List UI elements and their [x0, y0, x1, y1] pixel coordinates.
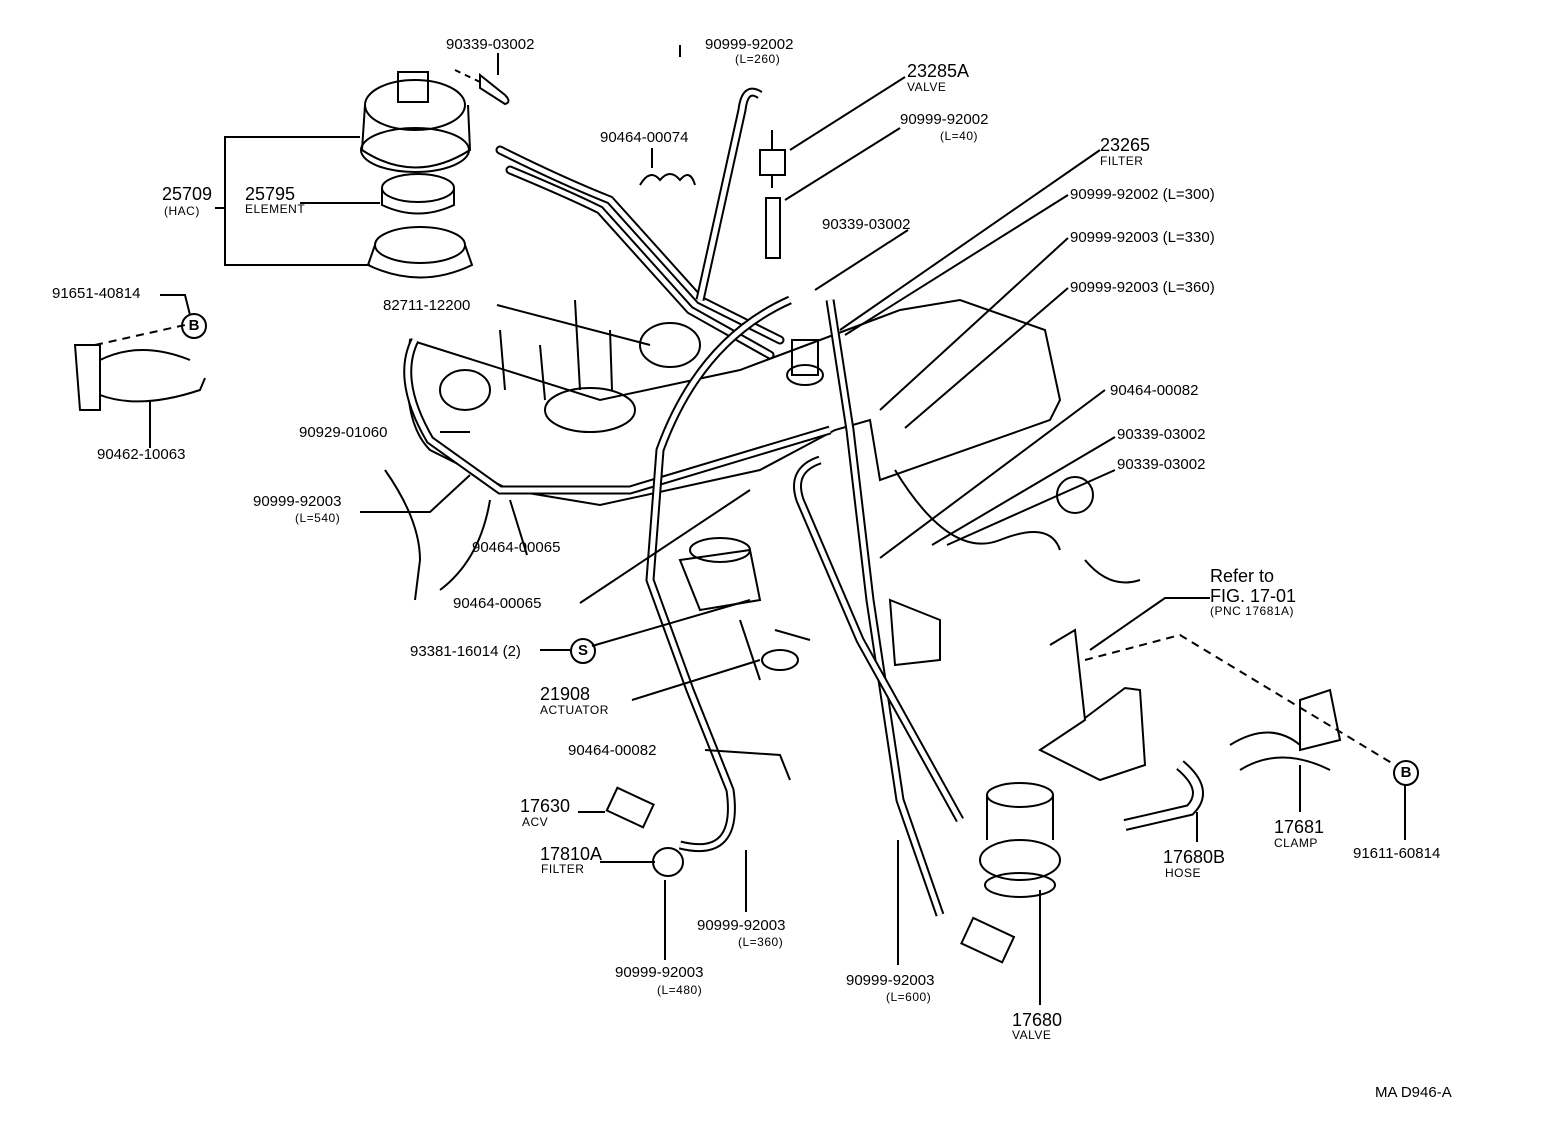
callout-90999-92003-l480: 90999-92003	[615, 964, 704, 981]
marker-b: B	[1393, 760, 1419, 786]
callout-sub: FILTER	[1100, 154, 1144, 168]
callout-90999-92003-l540: 90999-92003	[253, 493, 342, 510]
callout-90999-92002-l260: 90999-92002	[705, 36, 794, 53]
callout-sub: (L=360)	[738, 935, 784, 949]
callout-91651-40814: 91651-40814	[52, 285, 141, 302]
callout-sub: (HAC)	[164, 204, 200, 218]
callout-sub: FILTER	[541, 862, 585, 876]
marker-s: S	[570, 638, 596, 664]
callout-25709: 25709	[162, 184, 213, 204]
callout-90339-03002: 90339-03002	[1117, 426, 1206, 443]
callout-sub: VALVE	[907, 80, 947, 94]
callout-90464-00065: 90464-00065	[453, 595, 542, 612]
callout-sub: (L=480)	[657, 983, 703, 997]
callout-90464-00082: 90464-00082	[1110, 382, 1199, 399]
callout-25795: 25795	[245, 184, 296, 204]
callout-90464-00082: 90464-00082	[568, 742, 657, 759]
callout-90339-03002: 90339-03002	[1117, 456, 1206, 473]
callout-90464-00074: 90464-00074	[600, 129, 689, 146]
callout-sub: HOSE	[1165, 866, 1202, 880]
callout-82711-12200: 82711-12200	[383, 297, 471, 314]
callout-17681: 17681	[1274, 817, 1325, 837]
callout-sub: ACTUATOR	[540, 703, 609, 717]
callout-sub: CLAMP	[1274, 836, 1318, 850]
hac-unit	[360, 69, 510, 279]
callout-23265: 23265	[1100, 135, 1151, 155]
callout-17810a: 17810A	[540, 844, 603, 864]
callout-90339-03002: 90339-03002	[822, 216, 911, 233]
leader-hac	[215, 136, 380, 266]
callout-93381-16014: 93381-16014 (2)	[410, 643, 521, 660]
callout-sub: (PNC 17681A)	[1210, 604, 1295, 618]
callout-90999-92003-l330: 90999-92003 (L=330)	[1070, 229, 1215, 246]
callout-90929-01060: 90929-01060	[299, 424, 388, 441]
callout-sub: VALVE	[1012, 1028, 1052, 1042]
figure-code: MA D946-A	[1375, 1084, 1452, 1101]
callout-91611-60814: 91611-60814	[1353, 845, 1441, 862]
callout-sub: (L=540)	[295, 511, 341, 525]
callout-refer-to: Refer to	[1210, 566, 1275, 586]
callout-90999-92002-l300: 90999-92002 (L=300)	[1070, 186, 1215, 203]
callout-fig-17-01[interactable]: FIG. 17-01	[1210, 586, 1297, 606]
callout-sub: (L=600)	[886, 990, 932, 1004]
callout-90462-10063: 90462-10063	[97, 446, 186, 463]
callout-sub: (L=260)	[735, 52, 781, 66]
callout-17680b: 17680B	[1163, 847, 1226, 867]
callout-90464-00065: 90464-00065	[472, 539, 561, 556]
callout-17680: 17680	[1012, 1010, 1063, 1030]
callout-sub: ACV	[522, 815, 549, 829]
callout-90999-92003-l360: 90999-92003 (L=360)	[1070, 279, 1215, 296]
callout-90999-92003-l600: 90999-92003	[846, 972, 935, 989]
callout-90999-92002-l40: 90999-92002	[900, 111, 989, 128]
callout-17630: 17630	[520, 796, 571, 816]
callout-23285a: 23285A	[907, 61, 970, 81]
callout-21908: 21908	[540, 684, 591, 704]
callout-90339-03002: 90339-03002	[446, 36, 535, 53]
callout-sub: ELEMENT	[245, 202, 306, 216]
marker-b: B	[181, 313, 207, 339]
callout-90999-92003-l360: 90999-92003	[697, 917, 786, 934]
callout-sub: (L=40)	[940, 129, 979, 143]
